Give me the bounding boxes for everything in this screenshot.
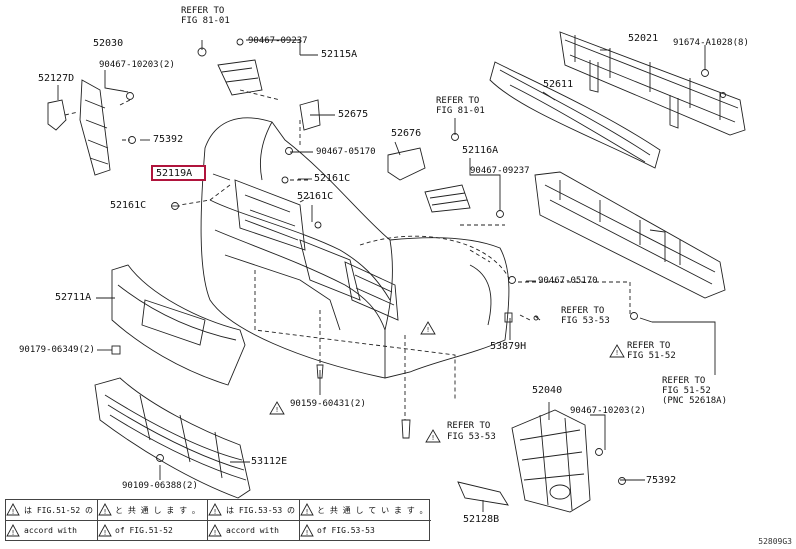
label-52161C-b: 52161C (110, 200, 147, 211)
label-refer-81-b1: REFER TO (436, 96, 480, 106)
legend-cell: ! は FIG.51-52 の (6, 500, 98, 520)
label-75392-a: 75392 (153, 134, 184, 145)
svg-text:!: ! (12, 529, 15, 537)
svg-text:!: ! (214, 508, 217, 516)
label-52611: 52611 (543, 79, 574, 90)
svg-text:!: ! (306, 508, 309, 516)
warning-triangle-icon: ! (300, 524, 314, 537)
svg-text:!: ! (306, 529, 309, 537)
legend-text: と 共 通 し て い ま す 。 (317, 506, 428, 515)
legend-cell: ! of FIG.53-53 (300, 520, 431, 540)
label-90159-60431: 90159-60431(2) (290, 399, 366, 409)
label-52711A: 52711A (55, 292, 92, 303)
label-90467-05170-a: 90467-05170 (316, 147, 376, 157)
warning-triangle-icon: ! (6, 503, 20, 516)
label-90467-09237-b: 90467-09237 (470, 166, 530, 176)
label-refer-51-b3: (PNC 52618A) (662, 396, 728, 406)
label-52119A: 52119A (156, 168, 193, 179)
svg-text:!: ! (12, 508, 15, 516)
label-52127D: 52127D (38, 73, 75, 84)
bracket-52040 (511, 409, 591, 513)
warning-triangle-icon: ! (98, 524, 112, 537)
legend-text: は FIG.51-52 の (24, 506, 93, 515)
label-90467-10203-b: 90467-10203(2) (570, 406, 646, 416)
label-75392-b: 75392 (646, 475, 677, 486)
label-52040: 52040 (532, 385, 563, 396)
bracket-52676 (387, 147, 426, 181)
absorber-52611 (489, 61, 661, 169)
svg-text:!: ! (276, 406, 279, 414)
label-52676: 52676 (391, 128, 422, 139)
retainer-52115A (217, 59, 263, 96)
label-90467-09237: 90467-09237 (248, 36, 308, 46)
label-52030: 52030 (93, 38, 124, 49)
catalog-number: 52809G3 (758, 537, 792, 546)
svg-text:!: ! (104, 508, 107, 516)
label-refer-81-a2: FIG 81-01 (181, 16, 230, 26)
label-refer-81-b2: FIG 81-01 (436, 106, 485, 116)
legend-table: ! は FIG.51-52 の ! と 共 通 し ま す 。 ! は FIG.… (5, 499, 431, 541)
svg-text:!: ! (616, 349, 619, 357)
label-refer-51-a2: FIG 51-52 (627, 351, 676, 361)
warning-triangle-icon: ! (300, 503, 314, 516)
legend-cell: ! は FIG.53-53 の (208, 500, 300, 520)
warning-triangle-icon: ! (208, 503, 222, 516)
legend-text: of FIG.53-53 (317, 526, 375, 535)
svg-text:!: ! (104, 529, 107, 537)
label-90467-10203: 90467-10203(2) (99, 60, 175, 70)
svg-text:!: ! (427, 326, 430, 334)
retainer-52116A (424, 184, 471, 213)
label-52115A: 52115A (321, 49, 358, 60)
lower-absorber (534, 171, 726, 299)
label-52116A: 52116A (462, 145, 499, 156)
label-53112E: 53112E (251, 456, 288, 467)
label-53879H: 53879H (490, 341, 527, 352)
bracket-52128B (457, 481, 509, 506)
warning-triangle-icon: ! (208, 524, 222, 537)
legend-cell: ! accord with (208, 520, 300, 540)
label-90109-06388: 90109-06388(2) (122, 481, 198, 491)
label-52128B: 52128B (463, 514, 500, 525)
label-52675: 52675 (338, 109, 369, 120)
warning-triangle-icon: ! (6, 524, 20, 537)
label-refer-51-a1: REFER TO (627, 341, 671, 351)
legend-text: accord with (226, 526, 279, 535)
bracket-52030 (79, 79, 111, 176)
svg-text:!: ! (214, 529, 217, 537)
label-refer-53-b2: FIG 53-53 (447, 432, 496, 442)
label-91674-A1028: 91674-A1028(8) (673, 38, 749, 48)
label-refer-81-a1: REFER TO (181, 6, 225, 16)
legend-text: of FIG.51-52 (115, 526, 173, 535)
legend-text: は FIG.53-53 の (226, 506, 295, 515)
grille-53112E (94, 377, 251, 499)
label-refer-53-b1: REFER TO (447, 421, 491, 431)
label-refer-53-a2: FIG 53-53 (561, 316, 610, 326)
label-refer-53-a1: REFER TO (561, 306, 605, 316)
legend-cell: ! と 共 通 し て い ま す 。 (300, 500, 431, 520)
legend-text: と 共 通 し ま す 。 (115, 506, 200, 515)
bracket-52127D (47, 99, 67, 131)
label-52161C-c: 52161C (297, 191, 334, 202)
label-52161C-a: 52161C (314, 173, 351, 184)
warning-triangle-icon: ! (98, 503, 112, 516)
legend-cell: ! と 共 通 し ま す 。 (98, 500, 208, 520)
label-52021: 52021 (628, 33, 659, 44)
bumper-cover (200, 117, 510, 379)
legend-cell: ! of FIG.51-52 (98, 520, 208, 540)
highlighted-part-callout[interactable]: 52119A (151, 165, 206, 181)
bracket-52675 (299, 99, 321, 131)
label-90467-05170-b: 90467-05170 (538, 276, 598, 286)
reinforcement-52021 (559, 31, 746, 136)
cover-52711A (111, 264, 246, 386)
legend-cell: ! accord with (6, 520, 98, 540)
label-refer-51-b1: REFER TO (662, 376, 706, 386)
svg-text:!: ! (432, 434, 435, 442)
legend-text: accord with (24, 526, 77, 535)
label-90179-06349: 90179-06349(2) (19, 345, 95, 355)
label-refer-51-b2: FIG 51-52 (662, 386, 711, 396)
